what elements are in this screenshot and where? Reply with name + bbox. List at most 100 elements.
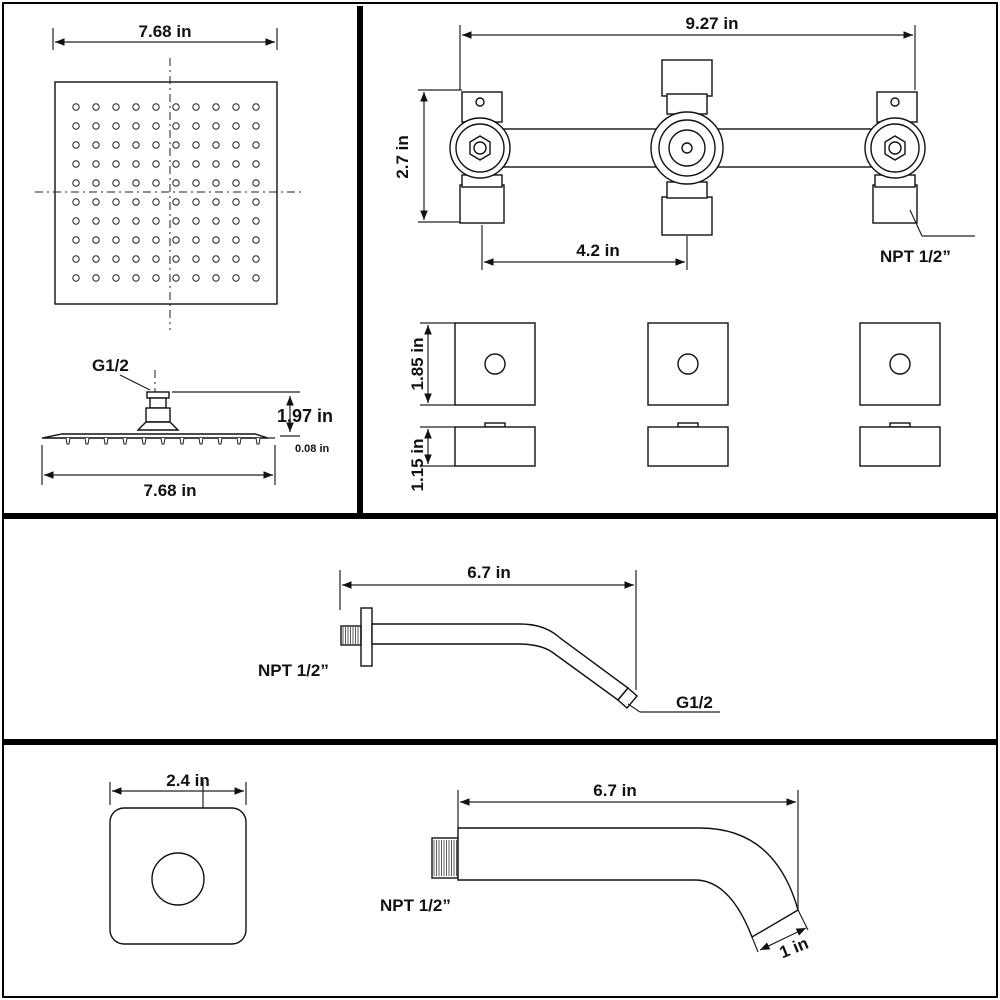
valve-overall-width-label: 9.27 in xyxy=(686,14,739,33)
nozzle xyxy=(192,217,200,225)
nozzle xyxy=(92,141,100,149)
nozzle xyxy=(132,179,140,187)
nozzle xyxy=(252,179,260,187)
shower-head-top-width-label: 7.68 in xyxy=(139,22,192,41)
nozzle xyxy=(192,103,200,111)
handle-side-center xyxy=(647,426,729,467)
shower-arm-panel: 6.7 in NPT 1/2” G1/2 xyxy=(258,563,720,713)
nozzle xyxy=(152,179,160,187)
nozzle xyxy=(232,274,240,282)
nozzle xyxy=(132,236,140,244)
valve-thread-label: NPT 1/2” xyxy=(880,247,951,266)
shower-arm-inlet-label: NPT 1/2” xyxy=(258,661,329,680)
shower-arm-length-dimension: 6.7 in xyxy=(339,563,637,690)
nozzle xyxy=(192,179,200,187)
nozzle xyxy=(192,122,200,130)
nozzle xyxy=(112,236,120,244)
nozzle xyxy=(112,198,120,206)
nozzle xyxy=(112,255,120,263)
nozzle xyxy=(232,236,240,244)
nozzle xyxy=(232,179,240,187)
nozzle xyxy=(172,160,180,168)
valve-overall-width-dimension: 9.27 in xyxy=(459,14,916,90)
tub-spout-drawing xyxy=(431,827,799,939)
nozzle xyxy=(72,255,80,263)
shower-arm-inlet-thread xyxy=(340,625,362,646)
nozzle xyxy=(252,236,260,244)
nozzle xyxy=(72,160,80,168)
nozzle xyxy=(232,255,240,263)
nozzle xyxy=(152,141,160,149)
valve-height-dimension: 2.7 in xyxy=(393,89,462,223)
nozzle xyxy=(92,255,100,263)
nozzle xyxy=(92,160,100,168)
shower-arm-length-label: 6.7 in xyxy=(467,563,510,582)
nozzle xyxy=(172,255,180,263)
nozzle xyxy=(252,274,260,282)
shower-head-height-dimension: 1.97 in 0.08 in xyxy=(172,391,333,455)
nozzle xyxy=(72,198,80,206)
nozzle xyxy=(152,255,160,263)
nozzle xyxy=(192,255,200,263)
nozzle xyxy=(152,236,160,244)
shower-arm-flange xyxy=(360,607,373,667)
side-nozzle xyxy=(65,437,71,445)
nozzle xyxy=(92,103,100,111)
nozzle xyxy=(172,217,180,225)
shower-arm-outlet-thread xyxy=(617,686,638,710)
side-nozzle xyxy=(217,437,223,445)
nozzle xyxy=(72,179,80,187)
nozzle xyxy=(192,236,200,244)
nozzle xyxy=(172,179,180,187)
nozzle xyxy=(192,141,200,149)
tub-spout-thread-label: NPT 1/2” xyxy=(380,896,451,915)
nozzle xyxy=(252,141,260,149)
nozzle xyxy=(112,179,120,187)
nozzle xyxy=(172,141,180,149)
nozzle xyxy=(192,198,200,206)
nozzle xyxy=(72,274,80,282)
nozzle xyxy=(152,198,160,206)
tub-spout-length-dimension: 6.7 in xyxy=(457,781,799,910)
nozzle xyxy=(132,122,140,130)
nozzle xyxy=(212,103,220,111)
nozzle xyxy=(252,255,260,263)
nozzle xyxy=(92,274,100,282)
nozzle xyxy=(232,217,240,225)
accessories-panel: 2.4 in 6.7 in NPT 1/2” 1 in xyxy=(109,771,811,962)
nozzle-grid xyxy=(72,103,260,282)
nozzle xyxy=(112,217,120,225)
shower-arm-outlet-label: G1/2 xyxy=(676,693,713,712)
nozzle xyxy=(92,179,100,187)
valve-body-panel: 9.27 in 2.7 in xyxy=(393,14,975,491)
nozzle xyxy=(72,141,80,149)
nozzle xyxy=(252,217,260,225)
nozzle xyxy=(252,103,260,111)
nozzle xyxy=(232,103,240,111)
side-nozzle xyxy=(103,437,109,445)
nozzle xyxy=(152,122,160,130)
nozzle xyxy=(152,103,160,111)
nozzle xyxy=(232,198,240,206)
side-nozzle xyxy=(236,437,242,445)
shower-head-side-width-label: 7.68 in xyxy=(144,481,197,500)
escutcheon-width-label: 2.4 in xyxy=(166,771,209,790)
nozzle xyxy=(212,160,220,168)
nozzle xyxy=(212,141,220,149)
tub-spout-body xyxy=(457,827,799,939)
shower-head-side-width-dimension: 7.68 in xyxy=(41,445,276,500)
handle-side-views: 1.15 in xyxy=(408,422,941,491)
nozzle xyxy=(232,122,240,130)
handle-face-views: 1.85 in xyxy=(408,322,941,406)
valve-body-drawing xyxy=(449,59,926,236)
nozzle xyxy=(212,179,220,187)
nozzle xyxy=(152,274,160,282)
side-nozzle xyxy=(179,437,185,445)
shower-head-thickness-label: 0.08 in xyxy=(295,443,330,455)
shower-arm-drawing xyxy=(340,607,638,710)
side-nozzle xyxy=(255,437,261,445)
nozzle xyxy=(132,141,140,149)
nozzle xyxy=(132,274,140,282)
nozzle xyxy=(252,198,260,206)
